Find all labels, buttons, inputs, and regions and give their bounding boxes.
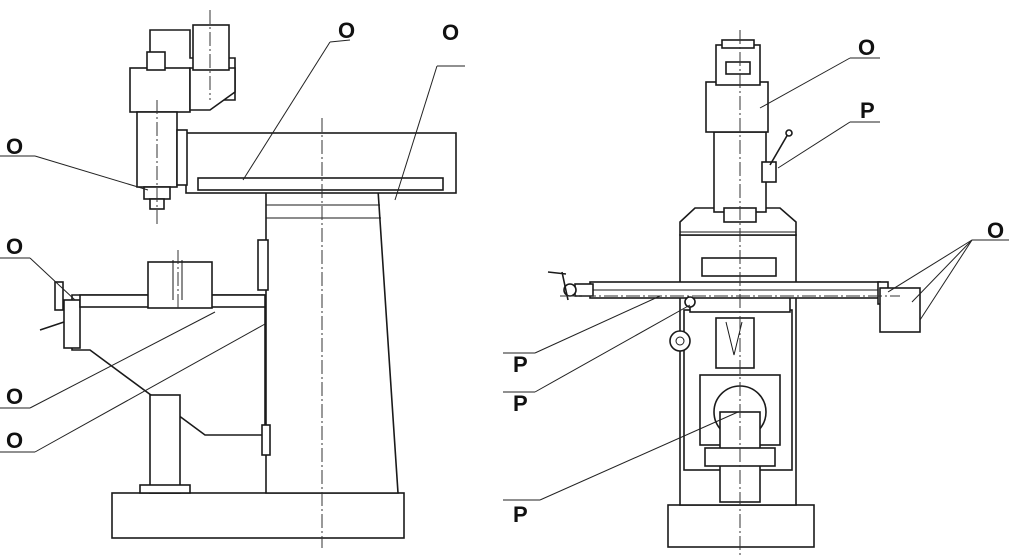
- column: [265, 189, 399, 494]
- label-right-base: P: [513, 502, 528, 527]
- label-left-ram: O: [338, 18, 356, 43]
- label-left-column-face: O: [6, 428, 24, 453]
- motor: [192, 24, 230, 71]
- label-right-head: O: [858, 35, 876, 60]
- base: [111, 492, 405, 539]
- table-bracket: [879, 287, 921, 333]
- label-right-bracket: O: [987, 218, 1005, 243]
- base-front: [667, 504, 815, 548]
- label-right-lever: P: [860, 98, 875, 123]
- motor-front: [715, 44, 761, 86]
- label-left-column: O: [442, 20, 460, 45]
- label-right-crank: P: [513, 391, 528, 416]
- front-view: [547, 30, 921, 555]
- label-right-table-front: P: [513, 352, 528, 377]
- side-view: [39, 10, 457, 548]
- leader-lines: [0, 39, 1009, 501]
- head-front: [705, 81, 769, 133]
- label-left-knee: O: [6, 234, 24, 259]
- vise: [147, 261, 213, 309]
- label-left-table: O: [6, 384, 24, 409]
- label-left-spindle: O: [6, 134, 24, 159]
